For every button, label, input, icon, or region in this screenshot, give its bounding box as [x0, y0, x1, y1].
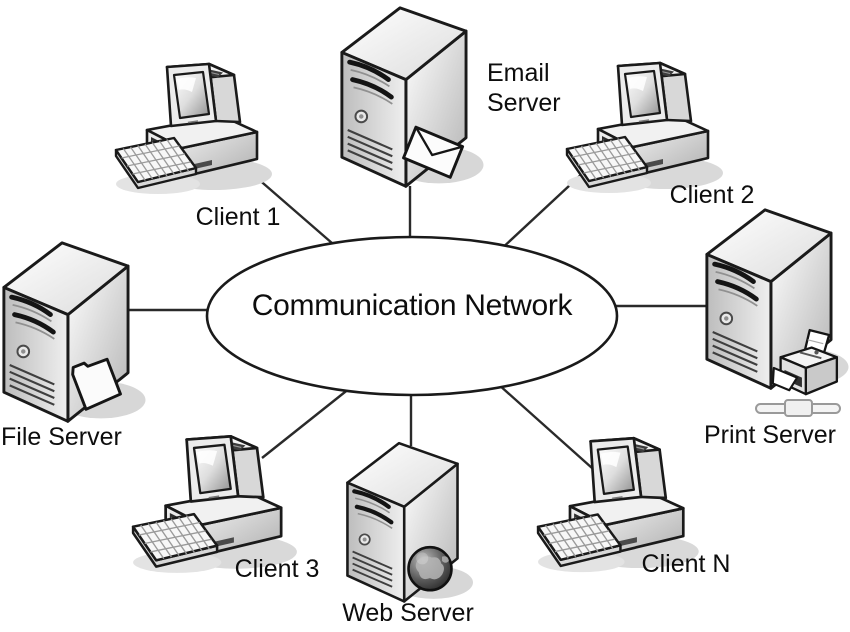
desktop-computer-icon	[114, 62, 274, 196]
desktop-computer-icon	[565, 61, 725, 195]
hub-ellipse	[205, 235, 619, 397]
label-client-1: Client 1	[195, 203, 281, 231]
tower-server-icon	[347, 443, 473, 601]
desktop-computer-icon	[131, 435, 299, 575]
label-print-server: Print Server	[704, 421, 836, 449]
label-client-n: Client N	[641, 550, 731, 578]
label-client-3: Client 3	[234, 555, 320, 583]
tower-server-icon	[4, 243, 146, 421]
label-file-server: File Server	[1, 423, 122, 451]
printer-cable-icon	[755, 399, 841, 417]
globe-icon	[407, 545, 453, 592]
edge-client-3	[261, 387, 351, 459]
edge-client-1	[248, 170, 341, 251]
label-client-2: Client 2	[669, 181, 755, 209]
label-web-server: Web Server	[342, 599, 474, 627]
hub-label: Communication Network	[251, 289, 573, 322]
tower-server-icon	[342, 8, 484, 186]
tower-server-icon	[707, 210, 849, 396]
edge-client-n	[497, 383, 593, 469]
label-email-server: Email Server	[487, 59, 561, 117]
